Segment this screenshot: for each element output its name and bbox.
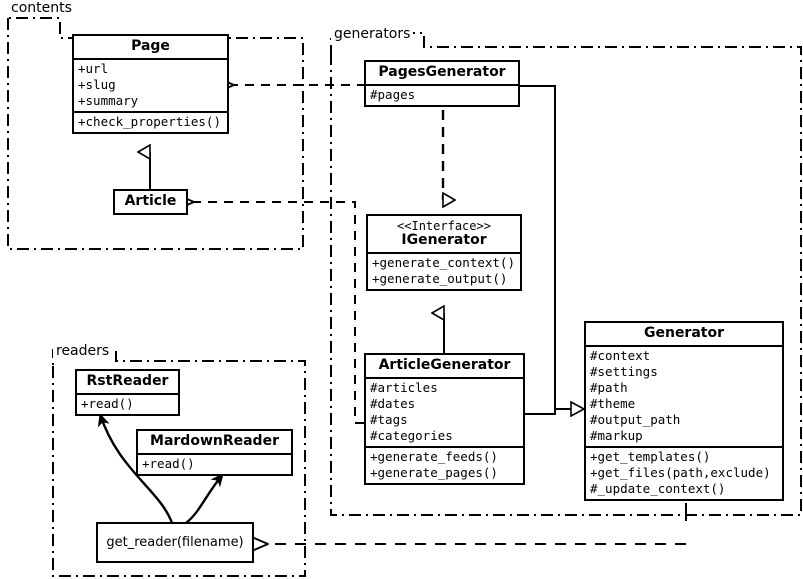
class-stereotype-igenerator: <<Interface>> [397,219,491,233]
class-operations-article-generator: +generate_feeds() +generate_pages() [366,446,523,483]
attribute-tags: #tags [370,412,408,427]
class-box-generator[interactable]: Generator #context #settings #path #them… [584,321,784,501]
class-attributes-page: +url +slug +summary [74,58,227,111]
connector-get-reader-creates-rstreader [100,414,174,524]
class-operations-page: +check_properties() [74,111,227,132]
operation-generate-pages: +generate_pages() [370,465,498,480]
class-name-rst-reader: RstReader [86,373,169,389]
operation-generate-context: +generate_context() [372,255,515,270]
class-box-igenerator[interactable]: <<Interface>> IGenerator +generate_conte… [366,214,522,291]
attribute-slug: +slug [78,77,116,92]
class-name-generator: Generator [643,325,724,341]
attribute-articles: #articles [370,380,438,395]
attribute-pages: #pages [370,87,416,102]
class-operations-igenerator: +generate_context() +generate_output() [368,252,520,289]
function-box-get-reader[interactable]: get_reader(filename) [96,522,254,563]
class-attributes-pages-generator: #pages [366,84,518,105]
operation-generate-output: +generate_output() [372,271,508,286]
class-operations-mardown-reader: +read() [138,453,291,474]
attribute-theme: #theme [590,396,636,411]
operation-read-markdown: +read() [142,456,195,471]
attribute-markup: #markup [590,428,643,443]
class-name-pages-generator: PagesGenerator [378,64,506,80]
connector-pagesgenerator-aggregates-generator [520,85,568,410]
class-name-article: Article [124,193,177,209]
class-operations-rst-reader: +read() [77,393,178,414]
class-name-article-generator: ArticleGenerator [378,357,511,373]
class-box-mardown-reader[interactable]: MardownReader +read() [136,429,293,476]
attribute-settings: #settings [590,364,658,379]
class-operations-generator: +get_templates() +get_files(path,exclude… [586,446,782,499]
class-attributes-article-generator: #articles #dates #tags #categories [366,377,523,446]
package-label-readers: readers [53,343,113,359]
connector-articlegenerator-aggregates-generator [525,409,584,414]
connector-articlegenerator-uses-article [179,195,364,424]
connector-get-reader-creates-mardownreader [185,474,224,524]
package-border-generators [330,32,802,516]
operation-generate-feeds: +generate_feeds() [370,449,498,464]
package-border-contents [7,17,304,250]
attribute-categories: #categories [370,428,453,443]
class-box-article-generator[interactable]: ArticleGenerator #articles #dates #tags … [364,353,525,485]
attribute-summary: +summary [78,93,139,108]
package-label-contents: contents [8,0,75,16]
operation-update-context: #_update_context() [590,481,726,496]
class-name-igenerator: <<Interface>> IGenerator [368,216,520,252]
connector-generator-uses-get-reader [253,503,687,551]
class-name-mardown-reader: MardownReader [150,433,279,449]
class-name-page: Page [131,38,170,54]
class-box-pages-generator[interactable]: PagesGenerator #pages [364,60,520,107]
class-box-rst-reader[interactable]: RstReader +read() [75,369,180,416]
attribute-url: +url [78,61,109,76]
operation-check-properties: +check_properties() [78,114,221,129]
operation-read-rst: +read() [81,396,134,411]
class-attributes-generator: #context #settings #path #theme #output_… [586,345,782,446]
class-box-page[interactable]: Page +url +slug +summary +check_properti… [72,34,229,134]
function-label-get-reader: get_reader(filename) [106,535,244,550]
operation-get-templates: +get_templates() [590,449,711,464]
attribute-context: #context [590,348,651,363]
operation-get-files: +get_files(path,exclude) [590,465,771,480]
class-box-article[interactable]: Article [113,189,188,215]
attribute-dates: #dates [370,396,416,411]
package-label-generators: generators [331,26,414,42]
class-title-igenerator: IGenerator [401,232,487,248]
attribute-path: #path [590,380,628,395]
attribute-output-path: #output_path [590,412,681,427]
